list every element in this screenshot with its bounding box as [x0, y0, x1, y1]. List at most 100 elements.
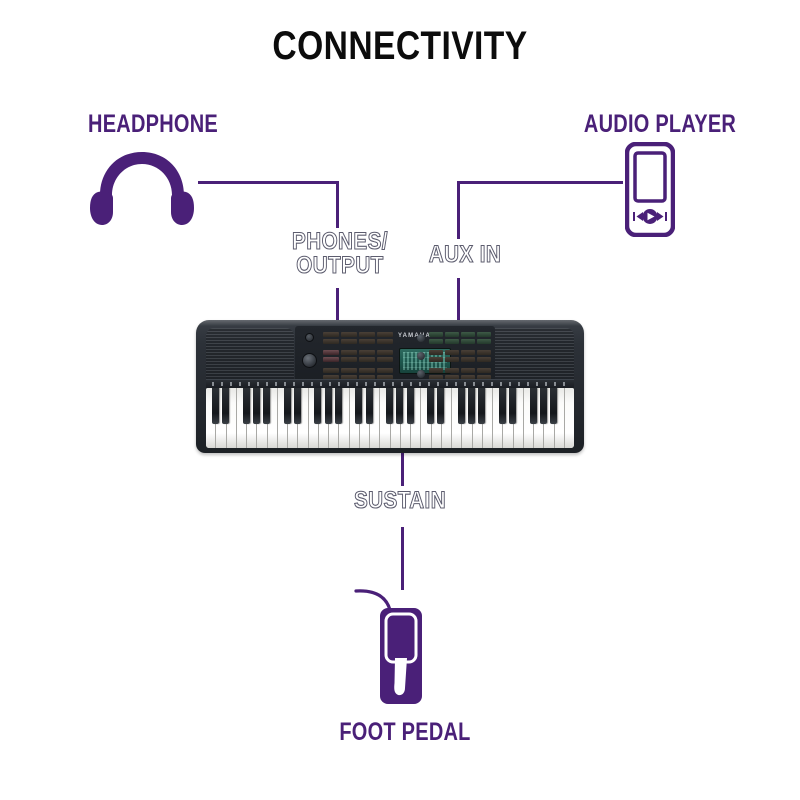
previous-track-icon — [633, 212, 643, 221]
keybed[interactable] — [206, 388, 574, 448]
voice-button-row-2[interactable] — [429, 350, 491, 362]
white-key[interactable] — [349, 388, 363, 448]
white-key[interactable] — [329, 388, 342, 448]
white-key[interactable] — [267, 388, 278, 448]
white-key[interactable] — [257, 388, 270, 448]
white-key[interactable] — [380, 388, 393, 448]
panel-button-row-3[interactable] — [323, 368, 393, 380]
white-key[interactable] — [493, 388, 506, 448]
panel-button-row-2[interactable] — [323, 350, 393, 362]
black-key[interactable] — [252, 388, 260, 424]
black-key[interactable] — [283, 388, 291, 424]
black-key[interactable] — [314, 388, 322, 424]
black-key[interactable] — [263, 388, 270, 424]
page-title: CONNECTIVITY — [272, 24, 528, 68]
black-key[interactable] — [437, 388, 445, 424]
black-key[interactable] — [211, 388, 219, 424]
power-knob[interactable] — [305, 333, 314, 342]
panel-round-button-3[interactable] — [417, 370, 425, 378]
white-key[interactable] — [236, 388, 250, 448]
black-key[interactable] — [324, 388, 332, 424]
audio-player-label: AUDIO PLAYER — [583, 110, 737, 138]
white-key[interactable] — [564, 388, 574, 448]
white-key[interactable] — [226, 388, 237, 448]
headphone-label: HEADPHONE — [88, 110, 218, 138]
black-key[interactable] — [498, 388, 506, 424]
black-key[interactable] — [365, 388, 373, 424]
audio-player-body — [625, 142, 675, 237]
phones-output-port-label: PHONES/ OUTPUT — [292, 228, 388, 280]
white-key[interactable] — [206, 388, 219, 448]
foot-pedal-icon — [354, 589, 422, 704]
foot-pedal-label: FOOT PEDAL — [339, 718, 471, 746]
white-key[interactable] — [216, 388, 229, 448]
white-key[interactable] — [431, 388, 445, 448]
keyboard-brand-logo: YAMAHA — [398, 333, 431, 339]
black-key[interactable] — [222, 388, 229, 424]
white-key[interactable] — [390, 388, 404, 448]
black-key[interactable] — [550, 388, 557, 424]
audio-player-icon — [625, 142, 675, 237]
white-key[interactable] — [523, 388, 537, 448]
black-key[interactable] — [242, 388, 250, 424]
headphone-icon — [90, 152, 194, 225]
keybed-label-strip — [206, 379, 574, 388]
white-key[interactable] — [503, 388, 516, 448]
white-key[interactable] — [411, 388, 422, 448]
white-key[interactable] — [513, 388, 524, 448]
next-track-icon — [657, 212, 667, 221]
black-key[interactable] — [334, 388, 342, 424]
white-key[interactable] — [544, 388, 557, 448]
foot-pedal-cable — [354, 589, 392, 612]
black-key[interactable] — [386, 388, 393, 424]
white-key[interactable] — [534, 388, 547, 448]
digital-keyboard: YAMAHA — [196, 320, 584, 453]
white-key[interactable] — [339, 388, 350, 448]
black-key[interactable] — [355, 388, 363, 424]
black-key[interactable] — [509, 388, 516, 424]
black-key[interactable] — [468, 388, 475, 424]
white-key[interactable] — [318, 388, 332, 448]
wire-headphone-vertical-lower — [336, 288, 339, 322]
wire-sustain-vertical-lower — [401, 527, 404, 590]
voice-button-row-3[interactable] — [429, 368, 491, 380]
black-key[interactable] — [478, 388, 486, 424]
white-key[interactable] — [288, 388, 301, 448]
control-panel: YAMAHA — [295, 326, 495, 388]
white-key[interactable] — [452, 388, 465, 448]
white-key[interactable] — [370, 388, 381, 448]
voice-button-row-1[interactable] — [429, 332, 491, 344]
black-key[interactable] — [396, 388, 404, 424]
white-key[interactable] — [462, 388, 475, 448]
white-key[interactable] — [472, 388, 486, 448]
white-key[interactable] — [421, 388, 434, 448]
white-key[interactable] — [308, 388, 322, 448]
foot-pedal-body — [380, 608, 422, 704]
black-key[interactable] — [427, 388, 434, 424]
black-key[interactable] — [293, 388, 301, 424]
wire-aux-vertical-upper — [457, 181, 460, 239]
black-key[interactable] — [457, 388, 465, 424]
panel-round-button-2[interactable] — [417, 352, 425, 360]
sustain-port-label: SUSTAIN — [353, 487, 447, 514]
wire-aux-vertical-lower — [457, 278, 460, 322]
panel-button-row-1[interactable] — [323, 332, 393, 344]
foot-pedal-footprint — [394, 658, 407, 696]
black-key[interactable] — [529, 388, 537, 424]
wire-aux-horizontal — [457, 181, 623, 184]
panel-round-button-1[interactable] — [417, 334, 425, 342]
volume-knob[interactable] — [302, 353, 317, 368]
keyboard-top-highlight — [196, 320, 584, 326]
white-key[interactable] — [247, 388, 260, 448]
white-key[interactable] — [400, 388, 414, 448]
audio-player-screen — [633, 151, 667, 203]
black-key[interactable] — [406, 388, 414, 424]
white-key[interactable] — [554, 388, 565, 448]
white-key[interactable] — [298, 388, 309, 448]
white-key[interactable] — [359, 388, 373, 448]
white-key[interactable] — [277, 388, 291, 448]
black-key[interactable] — [539, 388, 547, 424]
white-key[interactable] — [482, 388, 493, 448]
white-key[interactable] — [441, 388, 452, 448]
